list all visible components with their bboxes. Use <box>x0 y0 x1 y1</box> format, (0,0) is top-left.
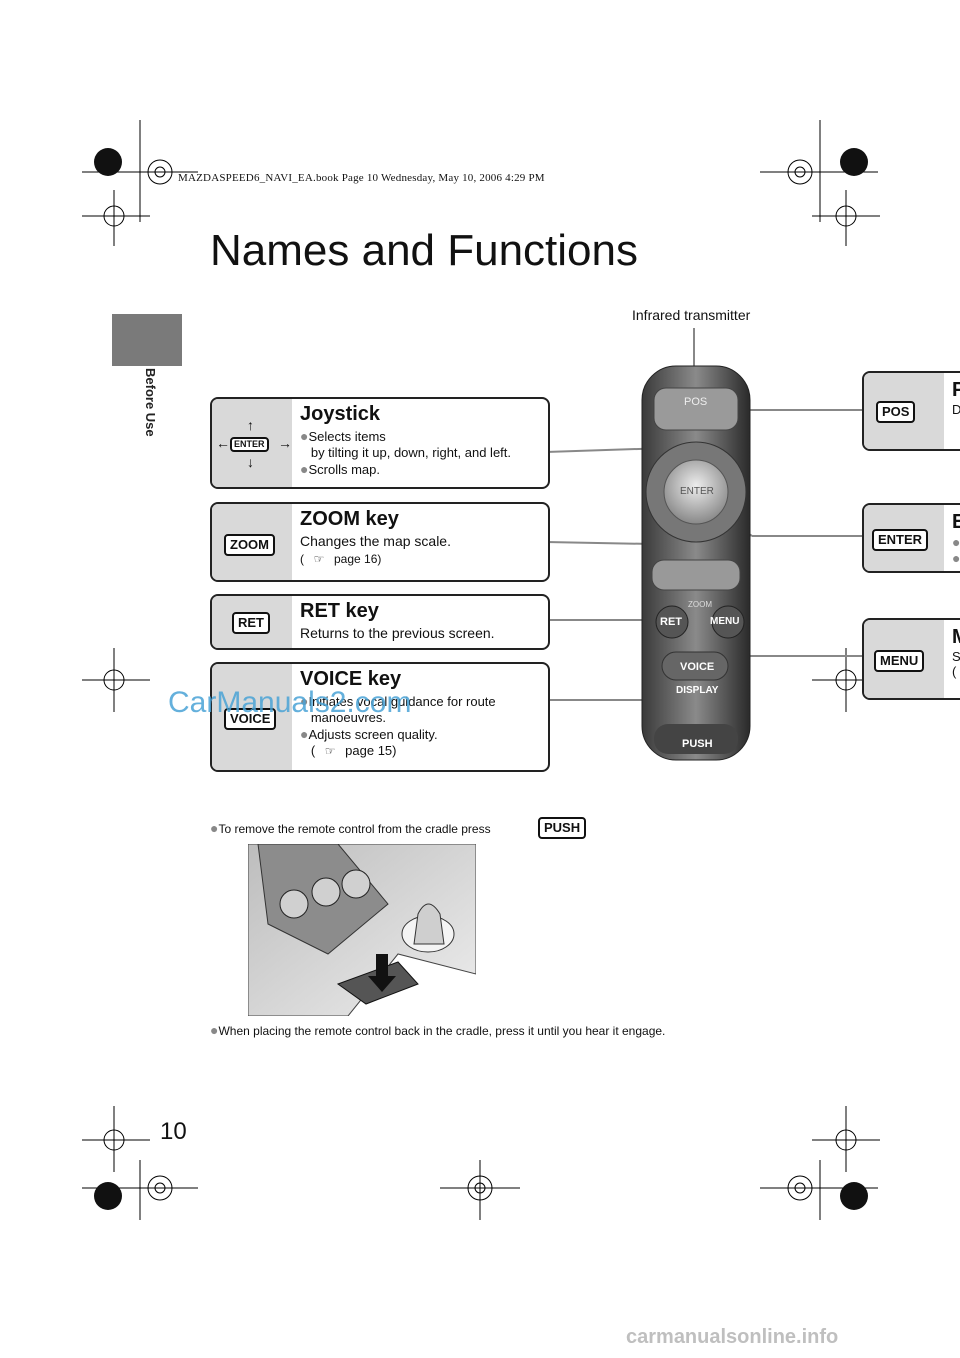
infrared-transmitter-label: Infrared transmitter <box>632 307 751 323</box>
pos-card: POS PD <box>862 371 960 451</box>
zoom-card: ZOOM ZOOM key Changes the map scale. (☞p… <box>210 502 550 582</box>
push-key-icon: PUSH <box>538 817 587 839</box>
hand-pointer-icon: ☞ <box>324 744 336 758</box>
voice-bullet-1: Initiates vocal guidance for route <box>308 694 496 709</box>
zoom-title: ZOOM key <box>300 508 399 530</box>
enter-title: E <box>952 511 960 534</box>
ret-card: RET RET key Returns to the previous scre… <box>210 594 550 650</box>
voice-bullet-1-cont: manoeuvres. <box>310 710 386 725</box>
pos-desc: D <box>952 402 960 417</box>
bullet-icon: ● <box>300 461 309 477</box>
remote-control <box>641 365 751 761</box>
remove-note: ●To remove the remote control from the c… <box>210 820 491 836</box>
remote-menu-label: MENU <box>710 616 740 627</box>
menu-line-1: S <box>952 649 960 664</box>
cradle-illustration <box>248 844 476 1016</box>
enter-card: ENTER E●● <box>862 503 960 573</box>
menu-card: MENU MS( <box>862 618 960 700</box>
pos-key-icon: POS <box>876 401 916 423</box>
menu-title: M <box>952 626 960 649</box>
placing-note: ●When placing the remote control back in… <box>210 1022 666 1038</box>
watermark-carmanuals2: CarManuals2.com <box>168 686 412 719</box>
bullet-icon: ● <box>952 550 960 566</box>
remote-ret-label: RET <box>660 616 682 628</box>
ret-title: RET key <box>300 600 379 622</box>
remote-pos-label: POS <box>684 396 708 408</box>
hand-pointer-icon: ☞ <box>313 552 325 566</box>
bullet-icon: ● <box>210 820 219 836</box>
remote-voice-label: VOICE <box>680 661 715 673</box>
ret-desc: Returns to the previous screen. <box>300 625 495 641</box>
bullet-icon: ● <box>952 534 960 550</box>
page-number: 10 <box>160 1118 187 1145</box>
enter-key-icon: ENTER <box>872 529 929 551</box>
enter-key-icon: ENTER <box>230 437 269 452</box>
pos-title: P <box>952 379 960 402</box>
arrow-right-icon: → <box>278 435 292 451</box>
section-tab <box>112 314 182 366</box>
arrow-left-icon: ← <box>216 435 230 451</box>
menu-line-2: ( <box>952 664 957 679</box>
joystick-title: Joystick <box>300 403 381 425</box>
voice-title: VOICE key <box>300 668 402 690</box>
remote-push-label: PUSH <box>682 738 713 750</box>
page-title: Names and Functions <box>210 226 638 275</box>
remote-enter-label: ENTER <box>680 486 714 497</box>
joystick-card: ↑ ↓ ← → ENTER Joystick ●Selects items by… <box>210 397 550 489</box>
joystick-bullet-2: Scrolls map. <box>308 462 380 477</box>
remote-zoom-label: ZOOM <box>688 600 712 609</box>
ret-key-icon: RET <box>232 612 270 634</box>
remote-display-label: DISPLAY <box>676 685 719 696</box>
bullet-icon: ● <box>300 693 309 709</box>
voice-card: VOICE VOICE key ●Initiates vocal guidanc… <box>210 662 550 772</box>
zoom-key-icon: ZOOM <box>224 534 275 556</box>
menu-key-icon: MENU <box>874 650 925 672</box>
bullet-icon: ● <box>300 428 309 444</box>
bullet-icon: ● <box>300 726 309 742</box>
voice-ref: page 15) <box>345 743 397 758</box>
arrow-down-icon: ↓ <box>247 454 254 470</box>
joystick-bullet-1: Selects items <box>308 429 386 444</box>
zoom-ref: page 16) <box>334 552 382 566</box>
zoom-desc: Changes the map scale. <box>300 533 451 549</box>
joystick-bullet-1-cont: by tilting it up, down, right, and left. <box>310 445 512 460</box>
joystick-panel: ↑ ↓ ← → ENTER <box>212 399 292 487</box>
voice-bullet-2: Adjusts screen quality. <box>308 727 438 742</box>
watermark-carmanualsonline: carmanualsonline.info <box>626 1326 839 1348</box>
book-header-line: MAZDASPEED6_NAVI_EA.book Page 10 Wednesd… <box>178 172 545 184</box>
voice-key-icon: VOICE <box>224 708 277 730</box>
arrow-up-icon: ↑ <box>247 417 254 433</box>
bullet-icon: ● <box>210 1022 219 1038</box>
